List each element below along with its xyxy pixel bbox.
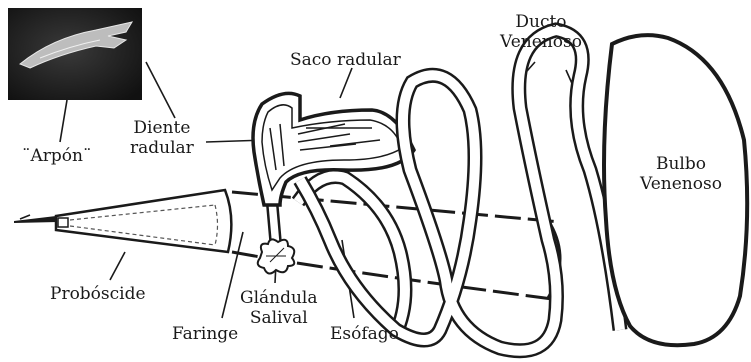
radular-sac <box>253 93 414 205</box>
label-diente-line2: radular <box>130 138 194 158</box>
label-arpon: ¨Arpón¨ <box>22 146 91 166</box>
label-saco-radular: Saco radular <box>290 50 401 70</box>
label-glandula-line2: Salival <box>240 308 318 328</box>
proboscis <box>56 190 231 252</box>
label-bulbo-line2: Venenoso <box>640 174 722 194</box>
harpoon-inset-photo <box>8 8 142 100</box>
label-glandula-salival: Glándula Salival <box>240 288 318 328</box>
label-esofago: Esófago <box>330 324 399 344</box>
label-diente-line1: Diente <box>130 118 194 138</box>
label-bulbo-venenoso: Bulbo Venenoso <box>640 154 722 194</box>
label-bulbo-line1: Bulbo <box>640 154 722 174</box>
label-proboscide: Probóscide <box>50 284 146 304</box>
label-diente-radular: Diente radular <box>130 118 194 158</box>
label-faringe: Faringe <box>172 324 238 344</box>
harpoon-tip <box>14 215 58 223</box>
label-glandula-line1: Glándula <box>240 288 318 308</box>
label-ducto-line2: Venenoso <box>500 32 582 52</box>
label-ducto-line1: Ducto <box>500 12 582 32</box>
label-ducto-venenoso: Ducto Venenoso <box>500 12 582 52</box>
